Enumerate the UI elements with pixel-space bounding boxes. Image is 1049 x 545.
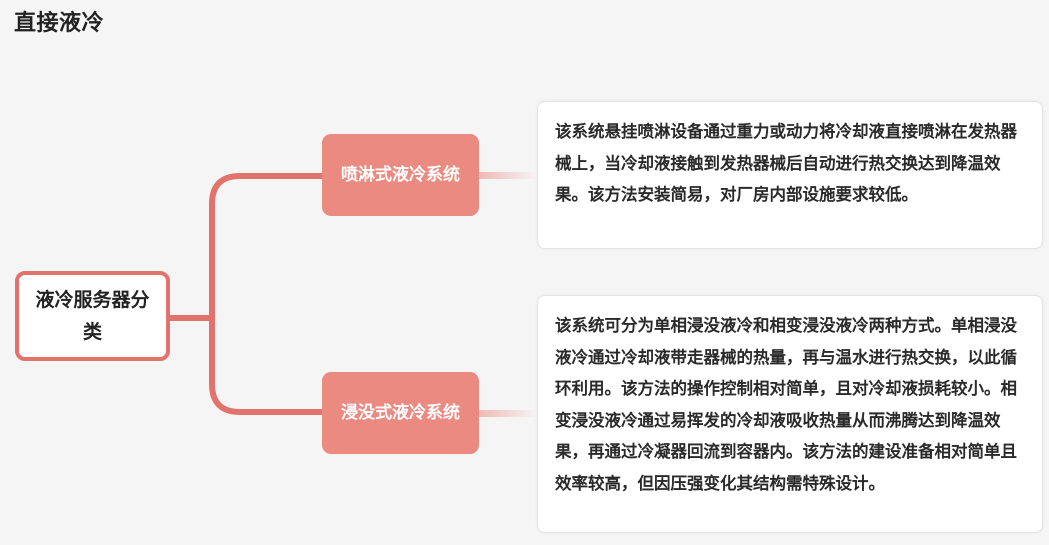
- page-title: 直接液冷: [14, 11, 105, 36]
- description-text: 该系统可分为单相浸没液冷和相变浸没液冷两种方式。单相浸没液冷通过冷却液带走器械的…: [555, 316, 1017, 493]
- root-node-label: 液冷服务器分类: [35, 289, 150, 343]
- description-card-spray: 该系统悬挂喷淋设备通过重力或动力将冷却液直接喷淋在发热器械上，当冷却液接触到发热…: [537, 101, 1043, 249]
- card-connector-upper: [479, 172, 537, 179]
- description-card-immersion: 该系统可分为单相浸没液冷和相变浸没液冷两种方式。单相浸没液冷通过冷却液带走器械的…: [537, 295, 1043, 533]
- branch-node-spray[interactable]: 喷淋式液冷系统: [322, 134, 479, 216]
- branch-connector-lower: [209, 318, 322, 415]
- description-text: 该系统悬挂喷淋设备通过重力或动力将冷却液直接喷淋在发热器械上，当冷却液接触到发热…: [555, 122, 1017, 204]
- root-node[interactable]: 液冷服务器分类: [15, 271, 170, 361]
- branch-node-label: 浸没式液冷系统: [341, 403, 460, 423]
- branch-connector-upper: [209, 173, 322, 318]
- card-connector-lower: [479, 410, 537, 417]
- branch-node-label: 喷淋式液冷系统: [341, 165, 460, 185]
- branch-node-immersion[interactable]: 浸没式液冷系统: [322, 372, 479, 454]
